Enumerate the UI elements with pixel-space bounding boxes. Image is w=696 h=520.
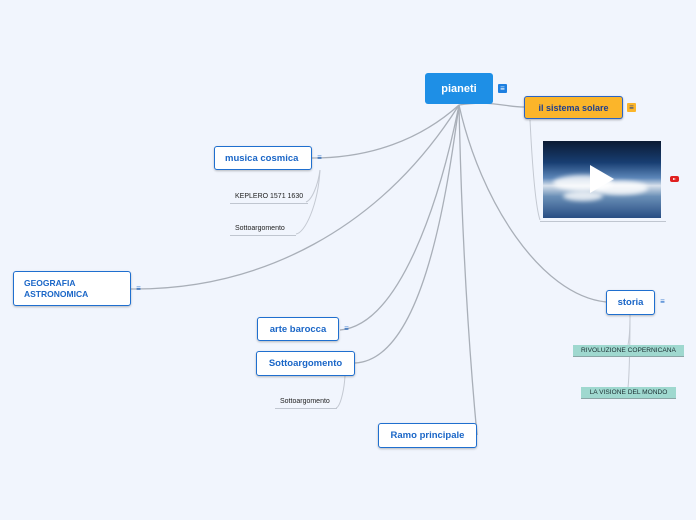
root-label: pianeti [441,82,477,95]
node-ramo-principale[interactable]: Ramo principale [378,423,477,448]
node-arte-barocca[interactable]: arte barocca [257,317,339,341]
node-arte-barocca-label: arte barocca [269,323,327,335]
node-geografia-label: GEOGRAFIA ASTRONOMICA [24,277,89,299]
subtopic-visione-del-mondo[interactable]: LA VISIONE DEL MONDO [581,387,676,399]
subtopic-underline [275,408,337,409]
node-sottoargomento[interactable]: Sottoargomento [256,351,355,376]
node-musica-cosmica-label: musica cosmica [225,152,299,164]
subtopic-sotto-sotto[interactable]: Sottoargomento [280,398,330,405]
subtopic-visione-label: LA VISIONE DEL MONDO [589,389,668,396]
subtopic-underline [230,235,296,236]
subtopic-musica-sotto[interactable]: Sottoargomento [235,225,285,232]
notes-icon[interactable]: ≡ [136,284,141,293]
notes-icon[interactable]: ≡ [317,153,322,162]
node-musica-cosmica[interactable]: musica cosmica [214,146,312,170]
subtopic-rivoluzione-label: RIVOLUZIONE COPERNICANA [581,347,676,354]
node-sistema-solare[interactable]: il sistema solare [524,96,623,119]
node-storia[interactable]: storia [606,290,655,315]
node-storia-label: storia [617,297,644,308]
link-musica-sotto [295,169,321,235]
node-ramo-principale-label: Ramo principale [390,430,465,441]
notes-icon[interactable]: ≡ [344,324,349,333]
link-ramo-principale [458,104,478,436]
notes-icon[interactable]: ≡ [660,297,665,306]
node-geografia-astronomica[interactable]: GEOGRAFIA ASTRONOMICA [13,271,131,306]
link-geografia [130,104,460,290]
node-sistema-solare-label: il sistema solare [538,102,609,113]
subtopic-rivoluzione-copernicana[interactable]: RIVOLUZIONE COPERNICANA [573,345,684,357]
notes-icon[interactable]: ≡ [627,103,636,112]
notes-icon[interactable]: ≡ [498,84,507,93]
subtopic-keplero[interactable]: KEPLERO 1571 1630 [235,193,304,200]
link-musica-cosmica [311,104,460,159]
link-visione [627,314,631,388]
link-video [529,119,541,221]
subtopic-underline [230,203,308,204]
link-arte-barocca [339,104,460,331]
link-sotto-sotto [335,375,346,409]
link-storia [458,104,607,303]
video-thumbnail[interactable] [543,141,661,218]
play-icon[interactable] [590,165,614,193]
video-underline [540,221,666,222]
link-sottoargomento [354,104,460,364]
node-sottoargomento-label: Sottoargomento [268,358,343,369]
root-node-pianeti[interactable]: pianeti [425,73,493,104]
youtube-icon[interactable] [670,176,679,182]
